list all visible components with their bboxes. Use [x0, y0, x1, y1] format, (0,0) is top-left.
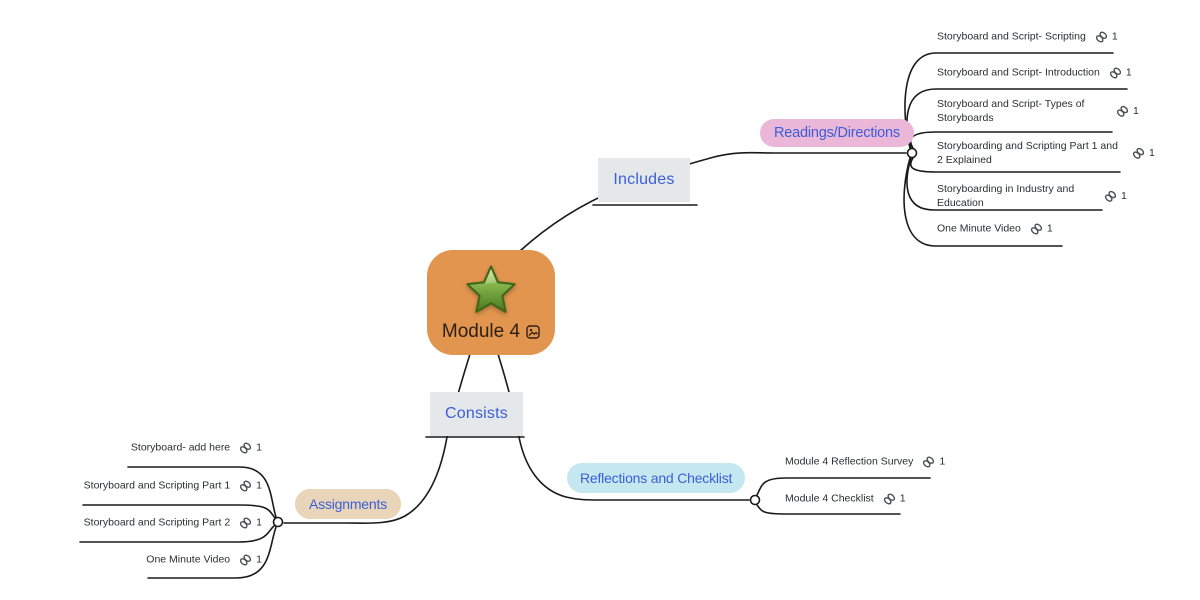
leaf-item[interactable]: Storyboard and Script- Scripting 1: [937, 30, 1118, 45]
link-count: 1: [1046, 222, 1053, 235]
leaf-underline: [909, 131, 1113, 149]
leaf-label: Storyboard and Scripting Part 1: [83, 479, 231, 492]
link-badge[interactable]: 1: [238, 553, 262, 568]
leaf-item[interactable]: Storyboard and Scripting Part 2 1: [84, 516, 262, 531]
node-reflections-checklist-label: Reflections and Checklist: [580, 470, 733, 486]
leaf-underline: [147, 526, 277, 579]
link-count: 1: [256, 516, 262, 529]
leaf-item[interactable]: One Minute Video 1: [146, 553, 262, 568]
star-icon: [466, 265, 516, 313]
leaf-label: Storyboard- add here: [130, 441, 231, 454]
leaf-item[interactable]: One Minute Video 1: [937, 222, 1053, 237]
link-badge[interactable]: 1: [1094, 30, 1118, 45]
link-count: 1: [256, 441, 262, 454]
link-count: 1: [939, 455, 946, 468]
link-icon: [1109, 67, 1121, 79]
node-assignments[interactable]: Assignments: [295, 489, 401, 519]
link-count: 1: [1125, 66, 1132, 79]
link-badge[interactable]: 1: [238, 441, 262, 456]
link-icon: [1030, 223, 1042, 235]
branch-curve-includes: [519, 151, 907, 252]
leaf-underline: [127, 466, 277, 518]
leaf-item[interactable]: Storyboarding and Scripting Part 1 and 2…: [937, 139, 1155, 167]
link-icon: [923, 456, 935, 468]
link-count: 1: [1149, 146, 1155, 159]
leaf-label: Module 4 Checklist: [785, 492, 874, 505]
node-reflections-checklist[interactable]: Reflections and Checklist: [567, 463, 746, 493]
link-badge[interactable]: 1: [921, 455, 945, 470]
link-icon: [1132, 147, 1145, 159]
leaf-label: One Minute Video: [937, 222, 1021, 235]
link-count: 1: [1111, 30, 1118, 43]
junction-dot-assignments[interactable]: [272, 516, 284, 528]
link-count: 1: [256, 479, 262, 492]
leaf-underline: [903, 157, 1063, 247]
leaf-label: One Minute Video: [146, 553, 231, 566]
leaf-label: Storyboard and Script- Scripting: [937, 30, 1086, 43]
junction-dot-reflections[interactable]: [749, 494, 761, 506]
link-icon: [883, 493, 895, 505]
link-icon: [240, 442, 252, 454]
node-assignments-label: Assignments: [309, 496, 387, 512]
root-node-module-4[interactable]: Module 4: [427, 250, 555, 355]
leaf-underline: [79, 525, 275, 543]
leaf-underline: [82, 504, 276, 519]
node-includes[interactable]: Includes: [598, 158, 690, 202]
leaf-label: Storyboard and Script- Introduction: [937, 66, 1100, 79]
leaf-underline: [756, 504, 901, 515]
link-badge[interactable]: 1: [1108, 66, 1132, 81]
link-count: 1: [1121, 189, 1127, 202]
link-badge[interactable]: 1: [1029, 222, 1053, 237]
node-readings-directions-label: Readings/Directions: [774, 125, 900, 141]
node-consists[interactable]: Consists: [430, 392, 523, 436]
link-count: 1: [256, 553, 262, 566]
leaf-item[interactable]: Module 4 Reflection Survey 1: [785, 455, 945, 470]
node-includes-label: Includes: [613, 171, 675, 188]
link-count: 1: [1133, 104, 1139, 117]
leaf-item[interactable]: Storyboard and Scripting Part 1 1: [84, 479, 262, 494]
link-badge[interactable]: 1: [1131, 146, 1155, 161]
link-icon: [1095, 31, 1107, 43]
link-icon: [240, 517, 252, 529]
link-badge[interactable]: 1: [238, 479, 262, 494]
leaf-label: Storyboard and Script- Types of Storyboa…: [937, 97, 1085, 124]
node-readings-directions[interactable]: Readings/Directions: [760, 119, 914, 147]
leaf-item[interactable]: Storyboard and Script- Introduction 1: [937, 66, 1132, 81]
junction-dot-readings[interactable]: [906, 147, 918, 159]
link-badge[interactable]: 1: [238, 516, 262, 531]
leaf-underline: [909, 157, 1121, 173]
leaf-item[interactable]: Module 4 Checklist 1: [785, 492, 906, 507]
leaf-item[interactable]: Storyboard and Script- Types of Storyboa…: [937, 97, 1139, 125]
link-icon: [1104, 190, 1117, 202]
link-count: 1: [899, 492, 906, 505]
leaf-underline: [756, 477, 931, 496]
link-badge[interactable]: 1: [882, 492, 906, 507]
leaf-label: Storyboarding in Industry and Education: [937, 182, 1075, 209]
link-icon: [1116, 105, 1129, 117]
leaf-item[interactable]: Storyboarding in Industry and Education …: [937, 182, 1127, 210]
link-icon: [240, 480, 252, 492]
link-badge[interactable]: 1: [1103, 189, 1127, 204]
leaf-label: Storyboarding and Scripting Part 1 and 2…: [937, 139, 1118, 166]
node-consists-label: Consists: [445, 405, 508, 422]
link-badge[interactable]: 1: [1115, 104, 1139, 119]
leaf-item[interactable]: Storyboard- add here 1: [131, 441, 262, 456]
leaf-label: Module 4 Reflection Survey: [785, 455, 914, 468]
image-icon[interactable]: [526, 325, 540, 339]
root-node-label: Module 4: [441, 321, 521, 342]
leaf-label: Storyboard and Scripting Part 2: [83, 516, 231, 529]
link-icon: [240, 554, 252, 566]
leaf-underline: [906, 157, 1103, 211]
